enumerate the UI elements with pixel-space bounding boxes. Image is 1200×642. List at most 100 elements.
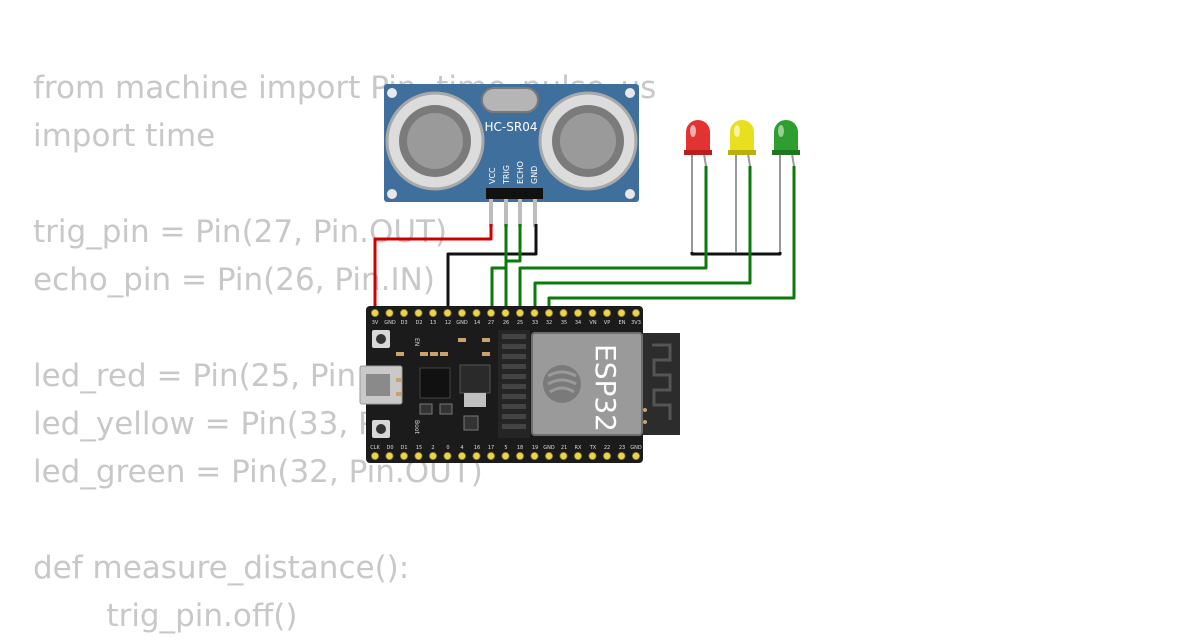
wire-led-ground-bus[interactable]	[690, 252, 782, 256]
pin-label: 23	[619, 445, 625, 451]
led-red-body	[686, 120, 710, 152]
header-pin-gnd[interactable]	[385, 308, 394, 317]
code-line: import time	[33, 118, 216, 154]
header-pin-32[interactable]	[545, 308, 554, 317]
header-pin-d1[interactable]	[399, 451, 408, 460]
led-yellow[interactable]	[728, 120, 756, 252]
pin-label: 12	[445, 320, 451, 326]
led-leg	[703, 153, 707, 167]
header-pin-gnd[interactable]	[457, 308, 466, 317]
en-label: EN	[413, 338, 420, 346]
voltage-regulator	[459, 364, 491, 394]
header-pin-12[interactable]	[443, 308, 452, 317]
header-pin-4[interactable]	[457, 451, 466, 460]
header-pin-19[interactable]	[530, 451, 539, 460]
led-green[interactable]	[772, 120, 800, 252]
wire-trig-27[interactable]	[490, 224, 508, 313]
sensor-pin-vcc[interactable]	[489, 199, 493, 227]
header-pin-d3[interactable]	[399, 308, 408, 317]
header-pin-21[interactable]	[559, 451, 568, 460]
wire-led-red-25[interactable]	[518, 166, 708, 313]
header-pin-clk[interactable]	[370, 451, 379, 460]
header-pin-22[interactable]	[603, 451, 612, 460]
header-pin-2[interactable]	[428, 451, 437, 460]
sensor-pin-echo[interactable]	[518, 199, 522, 227]
header-pin-15[interactable]	[414, 451, 423, 460]
header-pin-34[interactable]	[574, 308, 583, 317]
pin-label: 25	[517, 320, 523, 326]
header-pin-rx[interactable]	[574, 451, 583, 460]
header-pin-tx[interactable]	[588, 451, 597, 460]
transistor	[463, 415, 479, 431]
header-pin-35[interactable]	[559, 308, 568, 317]
wire-led-yellow-33[interactable]	[533, 166, 752, 313]
en-button-cap	[376, 334, 386, 344]
pin-label: 27	[488, 320, 494, 326]
led-leg	[791, 153, 795, 167]
top-pin-row[interactable]	[370, 308, 641, 317]
header-pin-13[interactable]	[428, 308, 437, 317]
mount-hole	[387, 88, 397, 98]
led-red[interactable]	[684, 120, 712, 252]
header-pin-d2[interactable]	[414, 308, 423, 317]
header-pin-0[interactable]	[443, 451, 452, 460]
header-pin-vp[interactable]	[603, 308, 612, 317]
sensor-pin-label-vcc: VCC	[488, 167, 497, 184]
led-highlight	[778, 125, 784, 137]
header-pin-d0[interactable]	[385, 451, 394, 460]
pin-label: CLK	[370, 445, 380, 451]
header-pin-14[interactable]	[472, 308, 481, 317]
sensor-label: HC-SR04	[485, 120, 538, 134]
led-rim	[684, 150, 712, 155]
header-pin-25[interactable]	[516, 308, 525, 317]
header-pin-3v3[interactable]	[632, 308, 641, 317]
pin-label: 21	[561, 445, 567, 451]
wire-led-green-32[interactable]	[547, 166, 796, 313]
sensor-pin-trig[interactable]	[504, 199, 508, 227]
bottom-pin-row[interactable]	[370, 451, 641, 460]
pin-label: 35	[561, 320, 567, 326]
led-rim	[772, 150, 800, 155]
header-pin-vn[interactable]	[588, 308, 597, 317]
header-pin-5[interactable]	[501, 451, 510, 460]
header-pin-27[interactable]	[486, 308, 495, 317]
sensor-pin-label-echo: ECHO	[516, 161, 525, 184]
pin-label: D3	[400, 320, 407, 326]
pin-label: 34	[575, 320, 581, 326]
bottom-pin-labels: CLK D0 D1 15 2 0 4 16 17 5 18 19 GND 21 …	[370, 445, 642, 451]
header-pin-33[interactable]	[530, 308, 539, 317]
pin-label: VN	[589, 320, 596, 326]
led-highlight	[690, 125, 696, 137]
pin-label: VP	[604, 320, 610, 326]
regulator-tab	[464, 393, 486, 407]
header-pin-18[interactable]	[516, 451, 525, 460]
boot-label: Boot	[413, 420, 420, 434]
pin-label: 26	[503, 320, 509, 326]
wire-sensor-gnd[interactable]	[446, 224, 538, 313]
pin-label: GND	[456, 320, 468, 326]
header-pin-gnd[interactable]	[632, 451, 641, 460]
header-pin-26[interactable]	[501, 308, 510, 317]
led-highlight	[734, 125, 740, 137]
boot-button-cap	[376, 424, 386, 434]
header-pin-17[interactable]	[486, 451, 495, 460]
pin-label: 0	[446, 445, 449, 451]
pin-label: 3V3	[631, 320, 641, 326]
wire-echo-26[interactable]	[504, 224, 522, 313]
header-pin-23[interactable]	[617, 451, 626, 460]
header-pin-3v[interactable]	[370, 308, 379, 317]
header-pin-16[interactable]	[472, 451, 481, 460]
hc-sr04-sensor[interactable]: HC-SR04 VCC TRIG ECHO GND	[384, 84, 639, 227]
antenna-dot	[643, 420, 647, 424]
wire-vcc-3v[interactable]	[373, 224, 493, 313]
esp32-devkit[interactable]: 3V GND D3 D2 13 12 GND 14 27 26 25 33 32…	[359, 306, 680, 463]
header-pin-gnd[interactable]	[545, 451, 554, 460]
code-line: def measure_distance():	[33, 550, 410, 586]
header-pin-en[interactable]	[617, 308, 626, 317]
code-line: trig_pin = Pin(27, Pin.OUT)	[33, 214, 448, 250]
mount-hole	[387, 189, 397, 199]
sensor-pin-gnd[interactable]	[533, 199, 537, 227]
pin-label: GND	[630, 445, 642, 451]
pin-label: TX	[589, 445, 597, 451]
